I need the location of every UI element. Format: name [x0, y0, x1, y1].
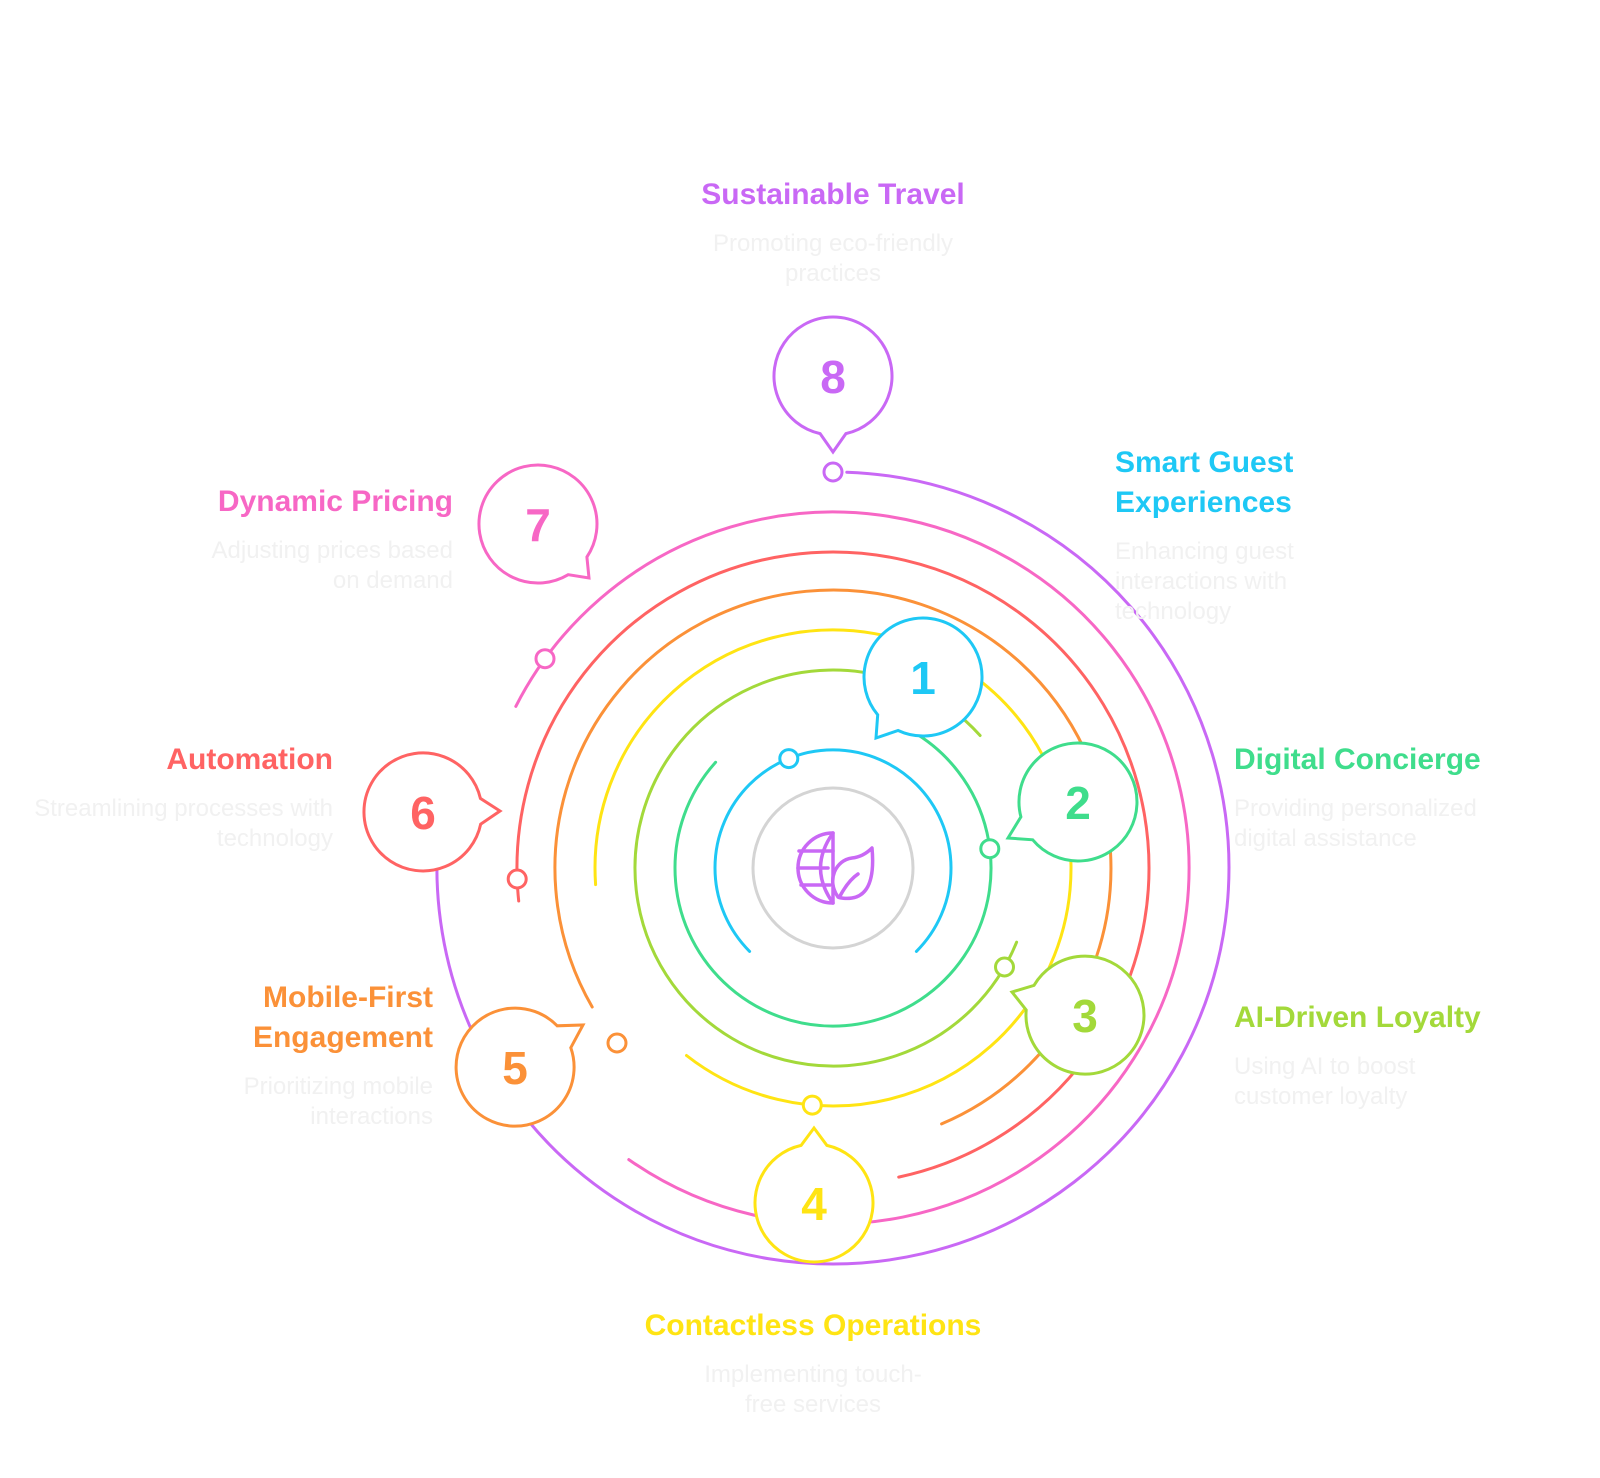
- step-3-label: AI-Driven Loyalty Using AI to boost cust…: [1234, 998, 1524, 1112]
- ring-marker-5: [606, 1032, 628, 1054]
- step-6-label: Automation Streamlining processes with t…: [33, 740, 333, 854]
- step-4-description: Implementing touch-free services: [704, 1361, 922, 1418]
- center-ring: [751, 786, 915, 950]
- step-4-bubble: [753, 1125, 875, 1264]
- step-1-number: 1: [910, 652, 936, 704]
- step-6-description: Streamlining processes with technology: [34, 795, 333, 852]
- step-8-description: Promoting eco-friendly practices: [712, 230, 954, 287]
- ring-marker-7: [534, 648, 556, 670]
- step-7-number: 7: [525, 499, 551, 551]
- step-4-title: Contactless Operations: [644, 1309, 982, 1342]
- step-5-number: 5: [502, 1042, 528, 1094]
- step-5-bubble: [454, 1006, 586, 1128]
- globe-leaf-icon: [796, 831, 875, 905]
- step-1-bubble: [862, 616, 984, 741]
- step-8-title: Sustainable Travel: [701, 178, 965, 211]
- step-3-number: 3: [1072, 990, 1098, 1042]
- ring-marker-8: [822, 461, 844, 483]
- ring-arc-3: [633, 668, 1019, 1068]
- ring-marker-6: [506, 868, 528, 890]
- ring-marker-4: [801, 1094, 823, 1116]
- step-7-description: Adjusting prices based on demand: [211, 537, 453, 594]
- step-8-number: 8: [820, 351, 846, 403]
- step-3-title: AI-Driven Loyalty: [1234, 1001, 1481, 1034]
- step-2-label: Digital Concierge Providing personalized…: [1234, 740, 1534, 854]
- step-7-label: Dynamic Pricing Adjusting prices based o…: [153, 482, 453, 596]
- ring-arc-7: [514, 510, 1191, 1226]
- step-6-title: Automation: [166, 743, 333, 776]
- ring-arc-2: [673, 729, 993, 1028]
- step-7-bubble: [477, 463, 599, 585]
- step-1-label: Smart Guest Experiences Enhancing guest …: [1115, 443, 1345, 627]
- step-3-description: Using AI to boost customer loyalty: [1234, 1053, 1416, 1110]
- step-2-bubble: [1005, 741, 1139, 863]
- step-4-label: Contactless Operations Implementing touc…: [613, 1306, 1013, 1420]
- step-6-bubble: [362, 751, 503, 873]
- ring-marker-3: [994, 956, 1015, 978]
- step-2-number: 2: [1065, 777, 1091, 829]
- step-5-label: Mobile-First Engagement Prioritizing mob…: [183, 978, 433, 1132]
- step-5-title: Mobile-First Engagement: [252, 981, 433, 1054]
- step-6-number: 6: [410, 787, 436, 839]
- ring-marker-2: [979, 838, 1001, 860]
- step-4-number: 4: [801, 1178, 827, 1230]
- step-7-title: Dynamic Pricing: [217, 485, 453, 518]
- ring-marker-1: [778, 748, 800, 770]
- step-5-description: Prioritizing mobile interactions: [243, 1073, 433, 1130]
- step-8-bubble: [772, 315, 894, 455]
- step-2-title: Digital Concierge: [1234, 743, 1481, 776]
- step-3-bubble: [1009, 954, 1146, 1076]
- step-2-description: Providing personalized digital assistanc…: [1234, 795, 1477, 852]
- step-1-description: Enhancing guest interactions with techno…: [1115, 538, 1294, 625]
- ring-arc-1: [713, 748, 953, 953]
- step-8-label: Sustainable Travel Promoting eco-friendl…: [683, 175, 983, 289]
- step-1-title: Smart Guest Experiences: [1115, 446, 1294, 519]
